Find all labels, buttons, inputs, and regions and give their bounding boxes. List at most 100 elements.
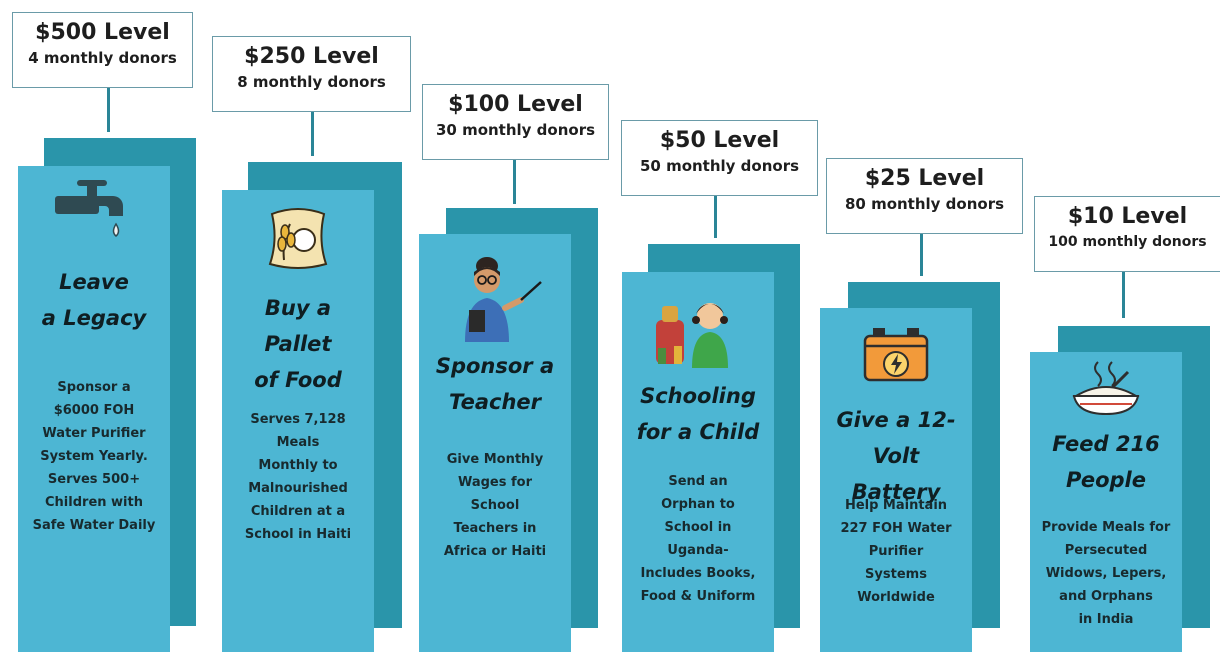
- connector-line: [714, 196, 717, 238]
- connector-line: [311, 112, 314, 156]
- heading-line: Feed 216: [1052, 432, 1160, 456]
- description-line: Teachers in: [453, 521, 537, 536]
- level-description: Serves 7,128 Meals Monthly to Malnourish…: [222, 408, 374, 546]
- connector-line: [107, 88, 110, 132]
- level-heading: Schooling for a Child: [622, 378, 774, 450]
- description-line: Orphan to: [661, 497, 735, 512]
- level-label-box: $500 Level 4 monthly donors: [12, 12, 193, 88]
- level-donors: 80 monthly donors: [844, 195, 1005, 213]
- description-line: Worldwide: [857, 590, 935, 605]
- description-line: Provide Meals for: [1041, 520, 1171, 535]
- heading-line: People: [1066, 468, 1146, 492]
- heading-line: Teacher: [448, 390, 542, 414]
- description-line: School in Haiti: [244, 527, 352, 542]
- rice-bowl-icon: [1072, 361, 1140, 416]
- level-panel: Give a 12- Volt Battery Help Maintain 22…: [820, 308, 972, 652]
- level-panel: Sponsor a Teacher Give Monthly Wages for…: [419, 234, 571, 652]
- description-line: Africa or Haiti: [443, 544, 547, 559]
- heading-line: Leave: [59, 270, 129, 294]
- level-description: Send an Orphan to School in Uganda- Incl…: [622, 470, 774, 608]
- level-description: Give Monthly Wages for School Teachers i…: [419, 448, 571, 563]
- description-line: Send an: [668, 474, 728, 489]
- heading-line: a Legacy: [41, 306, 147, 330]
- level-title: $50 Level: [659, 128, 780, 153]
- level-donors: 30 monthly donors: [435, 121, 596, 139]
- description-line: Serves 7,128: [250, 412, 346, 427]
- description-line: Includes Books,: [640, 566, 756, 581]
- level-heading: Feed 216 People: [1030, 426, 1182, 498]
- level-label-box: $50 Level 50 monthly donors: [621, 120, 818, 196]
- level-title: $100 Level: [448, 92, 583, 117]
- description-line: School: [470, 498, 520, 513]
- level-panel: Leave a Legacy Sponsor a $6000 FOH Water…: [18, 166, 170, 652]
- description-line: Food & Uniform: [640, 589, 756, 604]
- level-donors: 8 monthly donors: [237, 73, 386, 91]
- heading-line: for a Child: [636, 420, 760, 444]
- description-line: System Yearly.: [40, 449, 148, 464]
- level-heading: Sponsor a Teacher: [419, 348, 571, 420]
- battery-icon: [863, 328, 929, 382]
- heading-line: Buy a Pallet: [264, 296, 332, 356]
- level-donors: 50 monthly donors: [639, 157, 800, 175]
- level-label-box: $25 Level 80 monthly donors: [826, 158, 1023, 234]
- level-heading: Buy a Pallet of Food: [222, 290, 374, 398]
- level-label-box: $10 Level 100 monthly donors: [1034, 196, 1220, 272]
- heading-line: of Food: [254, 368, 342, 392]
- description-line: Children with: [45, 495, 143, 510]
- description-line: Sponsor a: [57, 380, 131, 395]
- description-line: Purifier: [868, 544, 924, 559]
- description-line: in India: [1078, 612, 1134, 627]
- description-line: Uganda-: [667, 543, 729, 558]
- connector-line: [513, 160, 516, 204]
- description-line: Help Maintain: [844, 498, 948, 513]
- level-panel: Buy a Pallet of Food Serves 7,128 Meals …: [222, 190, 374, 652]
- level-title: $500 Level: [35, 20, 170, 45]
- description-line: Meals: [276, 435, 320, 450]
- level-description: Help Maintain 227 FOH Water Purifier Sys…: [820, 494, 972, 609]
- schoolchild-icon: [656, 303, 728, 368]
- connector-line: [920, 234, 923, 276]
- description-line: Water Purifier: [42, 426, 146, 441]
- level-panel: Feed 216 People Provide Meals for Persec…: [1030, 352, 1182, 652]
- level-donors: 100 monthly donors: [1048, 234, 1207, 250]
- teacher-icon: [465, 257, 542, 342]
- heading-line: Give a 12-: [836, 408, 956, 432]
- description-line: Wages for: [457, 475, 533, 490]
- level-title: $250 Level: [244, 44, 379, 69]
- level-donors: 4 monthly donors: [28, 49, 177, 67]
- level-panel: Schooling for a Child Send an Orphan to …: [622, 272, 774, 652]
- level-heading: Leave a Legacy: [18, 264, 170, 336]
- description-line: $6000 FOH: [53, 403, 135, 418]
- description-line: Malnourished: [248, 481, 348, 496]
- level-description: Provide Meals for Persecuted Widows, Lep…: [1030, 516, 1182, 631]
- level-title: $25 Level: [864, 166, 985, 191]
- connector-line: [1122, 272, 1125, 318]
- description-line: Persecuted: [1064, 543, 1148, 558]
- description-line: School in: [664, 520, 732, 535]
- description-line: 227 FOH Water: [840, 521, 952, 536]
- description-line: Monthly to: [258, 458, 338, 473]
- level-heading: Give a 12- Volt Battery: [820, 402, 972, 510]
- level-label-box: $100 Level 30 monthly donors: [422, 84, 609, 160]
- heading-line: Sponsor a: [435, 354, 555, 378]
- description-line: Widows, Lepers,: [1045, 566, 1167, 581]
- heading-line: Volt Battery: [851, 444, 941, 504]
- description-line: Give Monthly: [446, 452, 544, 467]
- level-50: $50 Level 50 monthly donors Schooling fo…: [0, 0, 818, 652]
- description-line: Safe Water Daily: [32, 518, 156, 533]
- heading-line: Schooling: [640, 384, 756, 408]
- level-25: $25 Level 80 monthly donors Give a 12- V…: [0, 0, 1023, 652]
- description-line: Serves 500+: [47, 472, 141, 487]
- level-500: $500 Level 4 monthly donors Leave a Lega…: [0, 0, 220, 652]
- water-faucet-icon: [55, 180, 123, 237]
- description-line: Systems: [865, 567, 927, 582]
- description-line: Children at a: [250, 504, 346, 519]
- level-description: Sponsor a $6000 FOH Water Purifier Syste…: [18, 376, 170, 537]
- level-title: $10 Level: [1067, 204, 1188, 229]
- level-label-box: $250 Level 8 monthly donors: [212, 36, 411, 112]
- level-100: $100 Level 30 monthly donors Sponsor a T…: [0, 0, 609, 652]
- grain-sack-icon: [268, 208, 328, 269]
- level-250: $250 Level 8 monthly donors Buy a Pallet…: [0, 0, 411, 652]
- description-line: and Orphans: [1059, 589, 1153, 604]
